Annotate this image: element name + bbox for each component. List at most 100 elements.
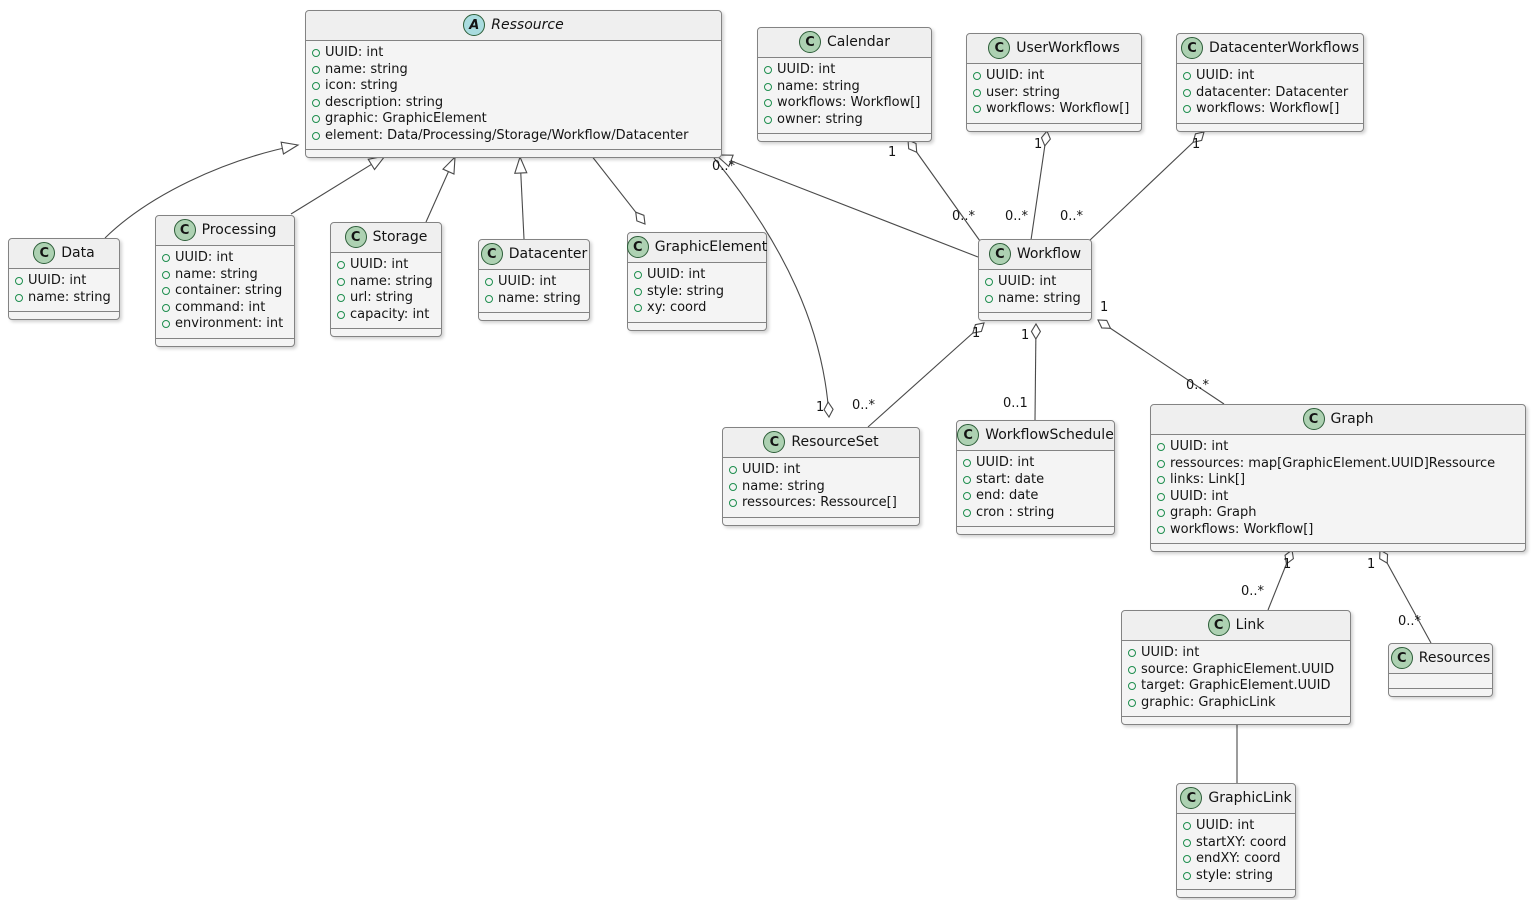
attribute: UUID: int xyxy=(764,62,923,79)
attribute-list: UUID: int name: string url: string capac… xyxy=(331,253,441,329)
edge-workflow-extends-ressource xyxy=(714,154,979,258)
attribute: ressources: Ressource[] xyxy=(729,495,911,512)
attribute: workflows: Workflow[] xyxy=(1157,522,1517,539)
class-header: C Link xyxy=(1122,611,1350,641)
class-name: Resources xyxy=(1418,650,1491,666)
methods-compartment xyxy=(479,313,589,320)
class-graph: C Graph UUID: int ressources: map[Graphi… xyxy=(1150,404,1526,552)
edge-resourceset-ressource xyxy=(713,157,829,417)
field-icon xyxy=(162,320,170,329)
attribute: name: string xyxy=(985,291,1083,308)
field-icon xyxy=(634,287,642,296)
field-icon xyxy=(1183,72,1191,81)
field-icon xyxy=(963,492,971,501)
methods-compartment xyxy=(9,312,119,319)
edge-datacenterworkflows-workflow xyxy=(1088,132,1204,242)
field-icon xyxy=(1128,682,1136,691)
field-icon xyxy=(485,278,493,287)
attribute-list: UUID: int user: string workflows: Workfl… xyxy=(967,64,1141,124)
attribute: startXY: coord xyxy=(1183,835,1287,852)
class-name: UserWorkflows xyxy=(1016,40,1120,56)
attribute: xy: coord xyxy=(634,300,758,317)
attribute-list xyxy=(1389,674,1492,689)
class-name: Ressource xyxy=(491,17,564,33)
field-icon xyxy=(1157,476,1165,485)
class-icon: C xyxy=(988,243,1011,265)
multiplicity-label: 1 xyxy=(1021,328,1030,343)
attribute: graphic: GraphicLink xyxy=(1128,695,1342,712)
attribute: description: string xyxy=(312,95,713,112)
multiplicity-label: 1 xyxy=(1034,137,1043,152)
field-icon xyxy=(1183,871,1191,880)
methods-compartment xyxy=(979,313,1091,320)
multiplicity-label: 1 xyxy=(1283,557,1292,572)
class-name: Graph xyxy=(1330,411,1374,427)
class-header: C GraphicLink xyxy=(1177,784,1295,814)
methods-compartment xyxy=(306,150,721,157)
class-name: GraphicLink xyxy=(1208,790,1292,806)
attribute-list: UUID: int name: string workflows: Workfl… xyxy=(758,58,931,134)
class-icon: C xyxy=(1390,647,1413,669)
methods-compartment xyxy=(1177,124,1363,131)
class-header: C UserWorkflows xyxy=(967,34,1141,64)
field-icon xyxy=(1128,665,1136,674)
class-icon: C xyxy=(33,242,56,264)
attribute: UUID: int xyxy=(1157,489,1517,506)
methods-compartment xyxy=(723,518,919,525)
edge-datacenter-extends-ressource xyxy=(514,155,528,240)
attribute: links: Link[] xyxy=(1157,472,1517,489)
class-icon: C xyxy=(1180,37,1203,59)
field-icon xyxy=(15,293,23,302)
methods-compartment xyxy=(331,329,441,336)
class-icon: C xyxy=(1180,787,1203,809)
class-header: C Resources xyxy=(1389,644,1492,674)
class-icon: C xyxy=(1207,614,1230,636)
attribute-list: UUID: int style: string xy: coord xyxy=(628,263,766,323)
multiplicity-label: 0..* xyxy=(712,159,736,174)
edge-processing-extends-ressource xyxy=(290,155,387,215)
multiplicity-label: 0..1 xyxy=(1003,396,1028,411)
attribute: graph: Graph xyxy=(1157,505,1517,522)
class-name: DatacenterWorkflows xyxy=(1208,40,1360,56)
class-icon: C xyxy=(1302,408,1325,430)
class-resourceset: C ResourceSet UUID: int name: string res… xyxy=(722,427,920,526)
multiplicity-label: 1 xyxy=(1367,557,1376,572)
class-calendar: C Calendar UUID: int name: string workfl… xyxy=(757,27,932,142)
attribute: name: string xyxy=(15,290,111,307)
edge-userworkflows-workflow xyxy=(1030,131,1047,241)
methods-compartment xyxy=(957,527,1114,534)
multiplicity-label: 0..* xyxy=(1005,209,1029,224)
class-storage: C Storage UUID: int name: string url: st… xyxy=(330,222,442,337)
attribute: UUID: int xyxy=(963,455,1106,472)
class-data: C Data UUID: int name: string xyxy=(8,238,120,320)
attribute: user: string xyxy=(973,85,1133,102)
field-icon xyxy=(312,98,320,107)
abstract-class-icon: A xyxy=(463,14,486,36)
attribute: UUID: int xyxy=(985,274,1083,291)
attribute: UUID: int xyxy=(485,274,581,291)
attribute: end: date xyxy=(963,488,1106,505)
attribute: cron : string xyxy=(963,505,1106,522)
class-header: C WorkflowSchedule xyxy=(957,421,1114,451)
class-header: C Graph xyxy=(1151,405,1525,435)
field-icon xyxy=(312,49,320,58)
class-header: C DatacenterWorkflows xyxy=(1177,34,1363,64)
field-icon xyxy=(1183,838,1191,847)
attribute: url: string xyxy=(337,290,433,307)
edge-graph-link xyxy=(1267,550,1292,611)
attribute: UUID: int xyxy=(1128,645,1342,662)
methods-compartment xyxy=(1389,689,1492,696)
attribute-list: UUID: int name: string icon: string desc… xyxy=(306,41,721,150)
attribute: name: string xyxy=(485,291,581,308)
class-name: Datacenter xyxy=(508,246,588,262)
class-name: Data xyxy=(61,245,95,261)
edge-storage-extends-ressource xyxy=(425,155,456,223)
field-icon xyxy=(729,499,737,508)
edge-workflow-graph xyxy=(1098,320,1225,405)
field-icon xyxy=(634,271,642,280)
field-icon xyxy=(963,508,971,517)
field-icon xyxy=(973,88,981,97)
field-icon xyxy=(485,294,493,303)
class-name: Workflow xyxy=(1016,246,1082,262)
